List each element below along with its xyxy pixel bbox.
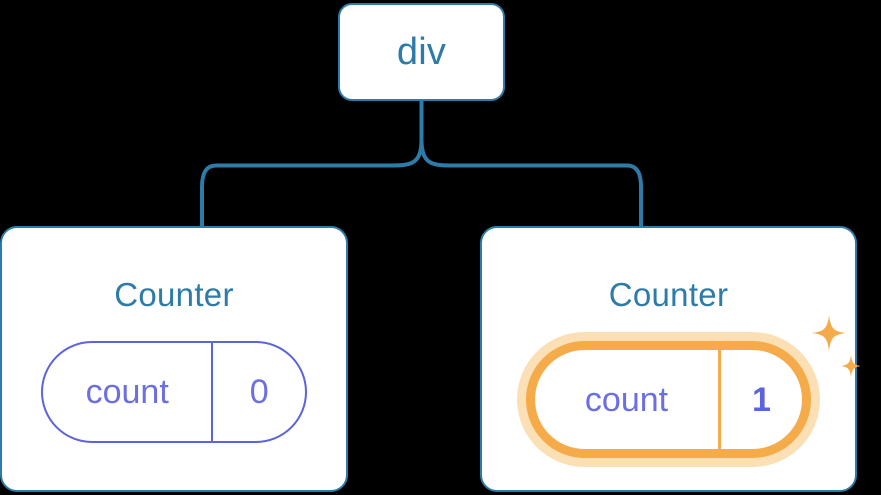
node-counter-right[interactable]: Counter count 1 xyxy=(480,226,861,492)
state-pill-right-value-cell: 1 xyxy=(721,350,802,449)
node-counter-left[interactable]: Counter count 0 xyxy=(0,226,348,492)
connector-left-branch xyxy=(200,139,424,228)
state-pill-left-key-cell: count xyxy=(43,343,214,441)
sparkle-group xyxy=(812,315,861,377)
node-counter-left-title: Counter xyxy=(114,276,234,313)
connector-right-branch xyxy=(419,139,643,228)
sparkle-icon-large xyxy=(812,315,846,351)
state-pill-right-key-cell: count xyxy=(535,350,721,449)
node-root-div[interactable]: div xyxy=(338,3,505,101)
state-pill-left-key: count xyxy=(85,373,169,411)
state-pill-right-key: count xyxy=(584,380,669,419)
state-pill-right-value: 1 xyxy=(752,380,771,419)
node-counter-right-title: Counter xyxy=(608,276,729,313)
state-pill-left-wrap: count 0 xyxy=(41,341,307,443)
state-pill-left[interactable]: count 0 xyxy=(41,341,307,443)
node-root-label: div xyxy=(396,31,447,73)
state-pill-left-value-cell: 0 xyxy=(213,343,305,441)
state-pill-left-value: 0 xyxy=(249,373,269,411)
state-pill-right[interactable]: count 1 xyxy=(526,341,811,458)
sparkle-icon-small xyxy=(841,355,861,377)
state-pill-right-wrap: count 1 xyxy=(526,315,861,458)
